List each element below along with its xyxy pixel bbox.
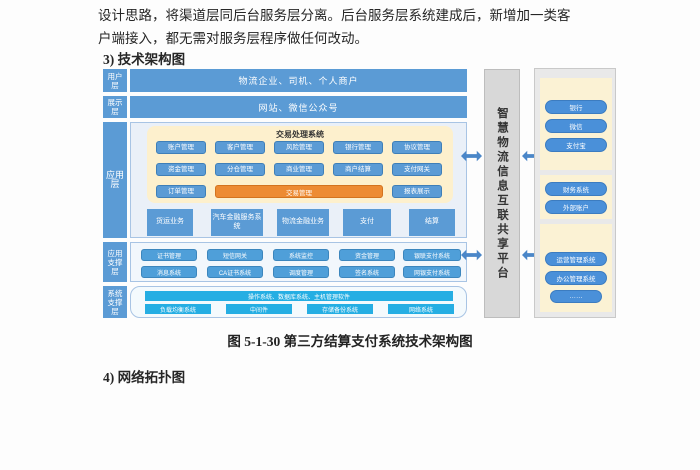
external-panel-2: 财务系统 外部账户 [540,175,612,219]
layer-label-user: 用户层 [103,69,127,92]
layer-label-display: 展示层 [103,96,127,118]
business-box: 物流金融业务 [277,209,329,236]
application-layer-panel: 交易处理系统 账户管理 客户管理 风险管理 银行管理 协议管理 资金管理 分仓管… [130,122,467,238]
intro-text-line-1: 设计思路，将渠道层同后台服务层分离。后台服务层系统建成后，新增加一类客 [98,8,571,23]
support-box: 签名系统 [339,266,395,278]
module-box: 分仓管理 [215,163,265,176]
support-box: 网银支付系统 [403,266,461,278]
support-box: CA证书系统 [207,266,263,278]
sync-arrow-icon [461,150,482,162]
support-box: 银联支付系统 [403,249,461,261]
business-box: 支付 [343,209,391,236]
layer-label-sys-support: 系统支撑层 [103,286,127,318]
figure-caption: 图 5-1-30 第三方结算支付系统技术架构图 [227,334,473,349]
external-box: …… [550,290,602,303]
module-box: 账户管理 [156,141,206,154]
module-box: 资金管理 [156,163,206,176]
external-box: 外部账户 [545,200,607,214]
display-layer-bar: 网站、微信公众号 [130,96,467,118]
module-box: 报表展示 [392,185,442,198]
external-panel-3: 运营管理系统 办公管理系统 …… [540,224,612,312]
sys-support-box: 负载均衡系统 [145,304,211,314]
core-system-title: 交易处理系统 [276,130,324,139]
support-box: 证书管理 [141,249,197,261]
external-box: 支付宝 [545,138,607,152]
external-box: 银行 [545,100,607,114]
business-box: 结算 [409,209,455,236]
sys-support-panel: 操作系统、数据库系统、主机管理软件 负载均衡系统 中间件 存储备份系统 网络系统 [130,286,467,318]
external-box: 微信 [545,119,607,133]
module-box: 商户结算 [333,163,383,176]
layer-label-application: 应用层 [103,122,127,238]
user-layer-bar: 物流企业、司机、个人商户 [130,69,467,92]
layer-label-app-support: 应用支撑层 [103,242,127,282]
external-box: 办公管理系统 [545,271,607,285]
business-box: 货运业务 [147,209,193,236]
section-heading-3: 3) 技术架构图 [103,52,186,67]
section-heading-4: 4) 网络拓扑图 [103,370,186,385]
support-box: 系统监控 [273,249,329,261]
module-box: 商业管理 [274,163,324,176]
module-box: 风险管理 [274,141,324,154]
support-box: 调度管理 [273,266,329,278]
business-box: 汽车金融服务系统 [211,209,263,236]
platform-title: 智慧物流信息互联共享平台 [496,106,508,281]
sync-arrow-icon [461,249,482,261]
support-box: 资金管理 [339,249,395,261]
module-box: 客户管理 [215,141,265,154]
platform-bar: 智慧物流信息互联共享平台 [484,69,520,318]
module-box: 银行管理 [333,141,383,154]
transaction-bar: 交易管理 [215,185,383,198]
sys-support-box: 存储备份系统 [307,304,373,314]
external-panel-1: 银行 微信 支付宝 [540,78,612,170]
intro-text-line-2: 户端接入，都无需对服务层程序做任何改动。 [98,31,368,46]
support-box: 短信网关 [207,249,263,261]
core-system-panel: 交易处理系统 账户管理 客户管理 风险管理 银行管理 协议管理 资金管理 分仓管… [147,126,453,203]
app-support-panel: 证书管理 短信网关 系统监控 资金管理 银联支付系统 消息系统 CA证书系统 调… [130,242,467,282]
external-box: 财务系统 [545,182,607,196]
sys-support-topbar: 操作系统、数据库系统、主机管理软件 [145,291,453,301]
sys-support-box: 网络系统 [388,304,454,314]
module-box: 支付网关 [392,163,442,176]
module-box: 协议管理 [392,141,442,154]
module-box: 订单管理 [156,185,206,198]
support-box: 消息系统 [141,266,197,278]
external-box: 运营管理系统 [545,252,607,266]
external-systems-panel: 银行 微信 支付宝 财务系统 外部账户 运营管理系统 办公管理系统 …… [534,68,616,318]
sys-support-box: 中间件 [226,304,292,314]
